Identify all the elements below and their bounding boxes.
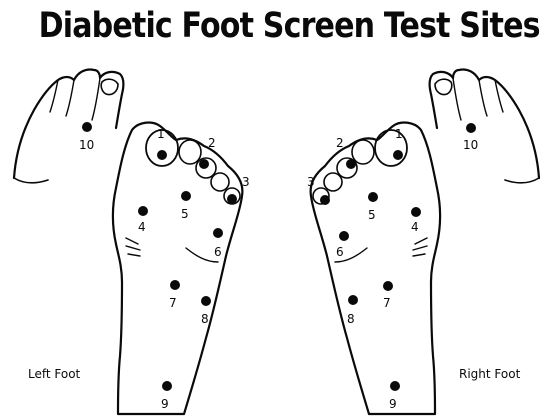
right-site-dot-5 <box>368 192 378 202</box>
left-foot-dorsal-outline <box>14 69 123 178</box>
right-site-dot-3 <box>320 195 330 205</box>
right-site-label-1: 1 <box>395 127 403 141</box>
left-site-dot-7 <box>170 280 180 290</box>
right-site-label-4: 4 <box>411 220 419 234</box>
right-site-label-8: 8 <box>347 312 355 326</box>
left-site-dot-3 <box>227 194 237 204</box>
right-site-label-7: 7 <box>383 296 391 310</box>
right-foot-site-labels: 1 2 3 4 5 6 7 8 9 10 <box>307 127 478 411</box>
left-site-label-4: 4 <box>138 220 146 234</box>
left-site-dot-4 <box>138 206 148 216</box>
right-site-dot-8 <box>348 295 358 305</box>
right-foot-label: Right Foot <box>459 367 520 381</box>
right-site-label-10: 10 <box>463 138 478 152</box>
right-site-dot-6 <box>339 231 349 241</box>
left-site-dot-1 <box>157 150 167 160</box>
right-site-label-2: 2 <box>336 136 344 150</box>
left-foot <box>14 69 242 414</box>
left-site-label-3: 3 <box>242 175 250 189</box>
right-site-dot-1 <box>393 150 403 160</box>
left-site-label-5: 5 <box>181 207 189 221</box>
left-site-label-7: 7 <box>169 296 177 310</box>
left-site-label-8: 8 <box>201 312 209 326</box>
right-site-label-5: 5 <box>368 208 376 222</box>
left-site-label-10: 10 <box>79 138 94 152</box>
right-site-label-9: 9 <box>389 397 397 411</box>
right-foot <box>311 69 539 414</box>
left-site-dot-8 <box>201 296 211 306</box>
left-site-dot-5 <box>181 191 191 201</box>
right-site-label-3: 3 <box>307 175 315 189</box>
right-foot-dorsal-outline <box>430 69 539 178</box>
left-site-label-9: 9 <box>161 397 169 411</box>
right-site-dot-7 <box>383 281 393 291</box>
left-site-label-1: 1 <box>157 127 165 141</box>
left-site-dot-6 <box>213 228 223 238</box>
left-site-dot-9 <box>162 381 172 391</box>
left-site-label-6: 6 <box>214 245 222 259</box>
left-site-label-2: 2 <box>208 136 216 150</box>
right-site-dot-2 <box>346 159 356 169</box>
left-foot-sole-outline <box>113 123 242 414</box>
right-site-dot-9 <box>390 381 400 391</box>
left-foot-label: Left Foot <box>28 367 80 381</box>
right-site-dot-4 <box>411 207 421 217</box>
left-site-dot-2 <box>199 159 209 169</box>
right-site-label-6: 6 <box>336 245 344 259</box>
right-site-dot-10 <box>466 123 476 133</box>
right-foot-sole-outline <box>311 123 440 414</box>
left-site-dot-10 <box>82 122 92 132</box>
